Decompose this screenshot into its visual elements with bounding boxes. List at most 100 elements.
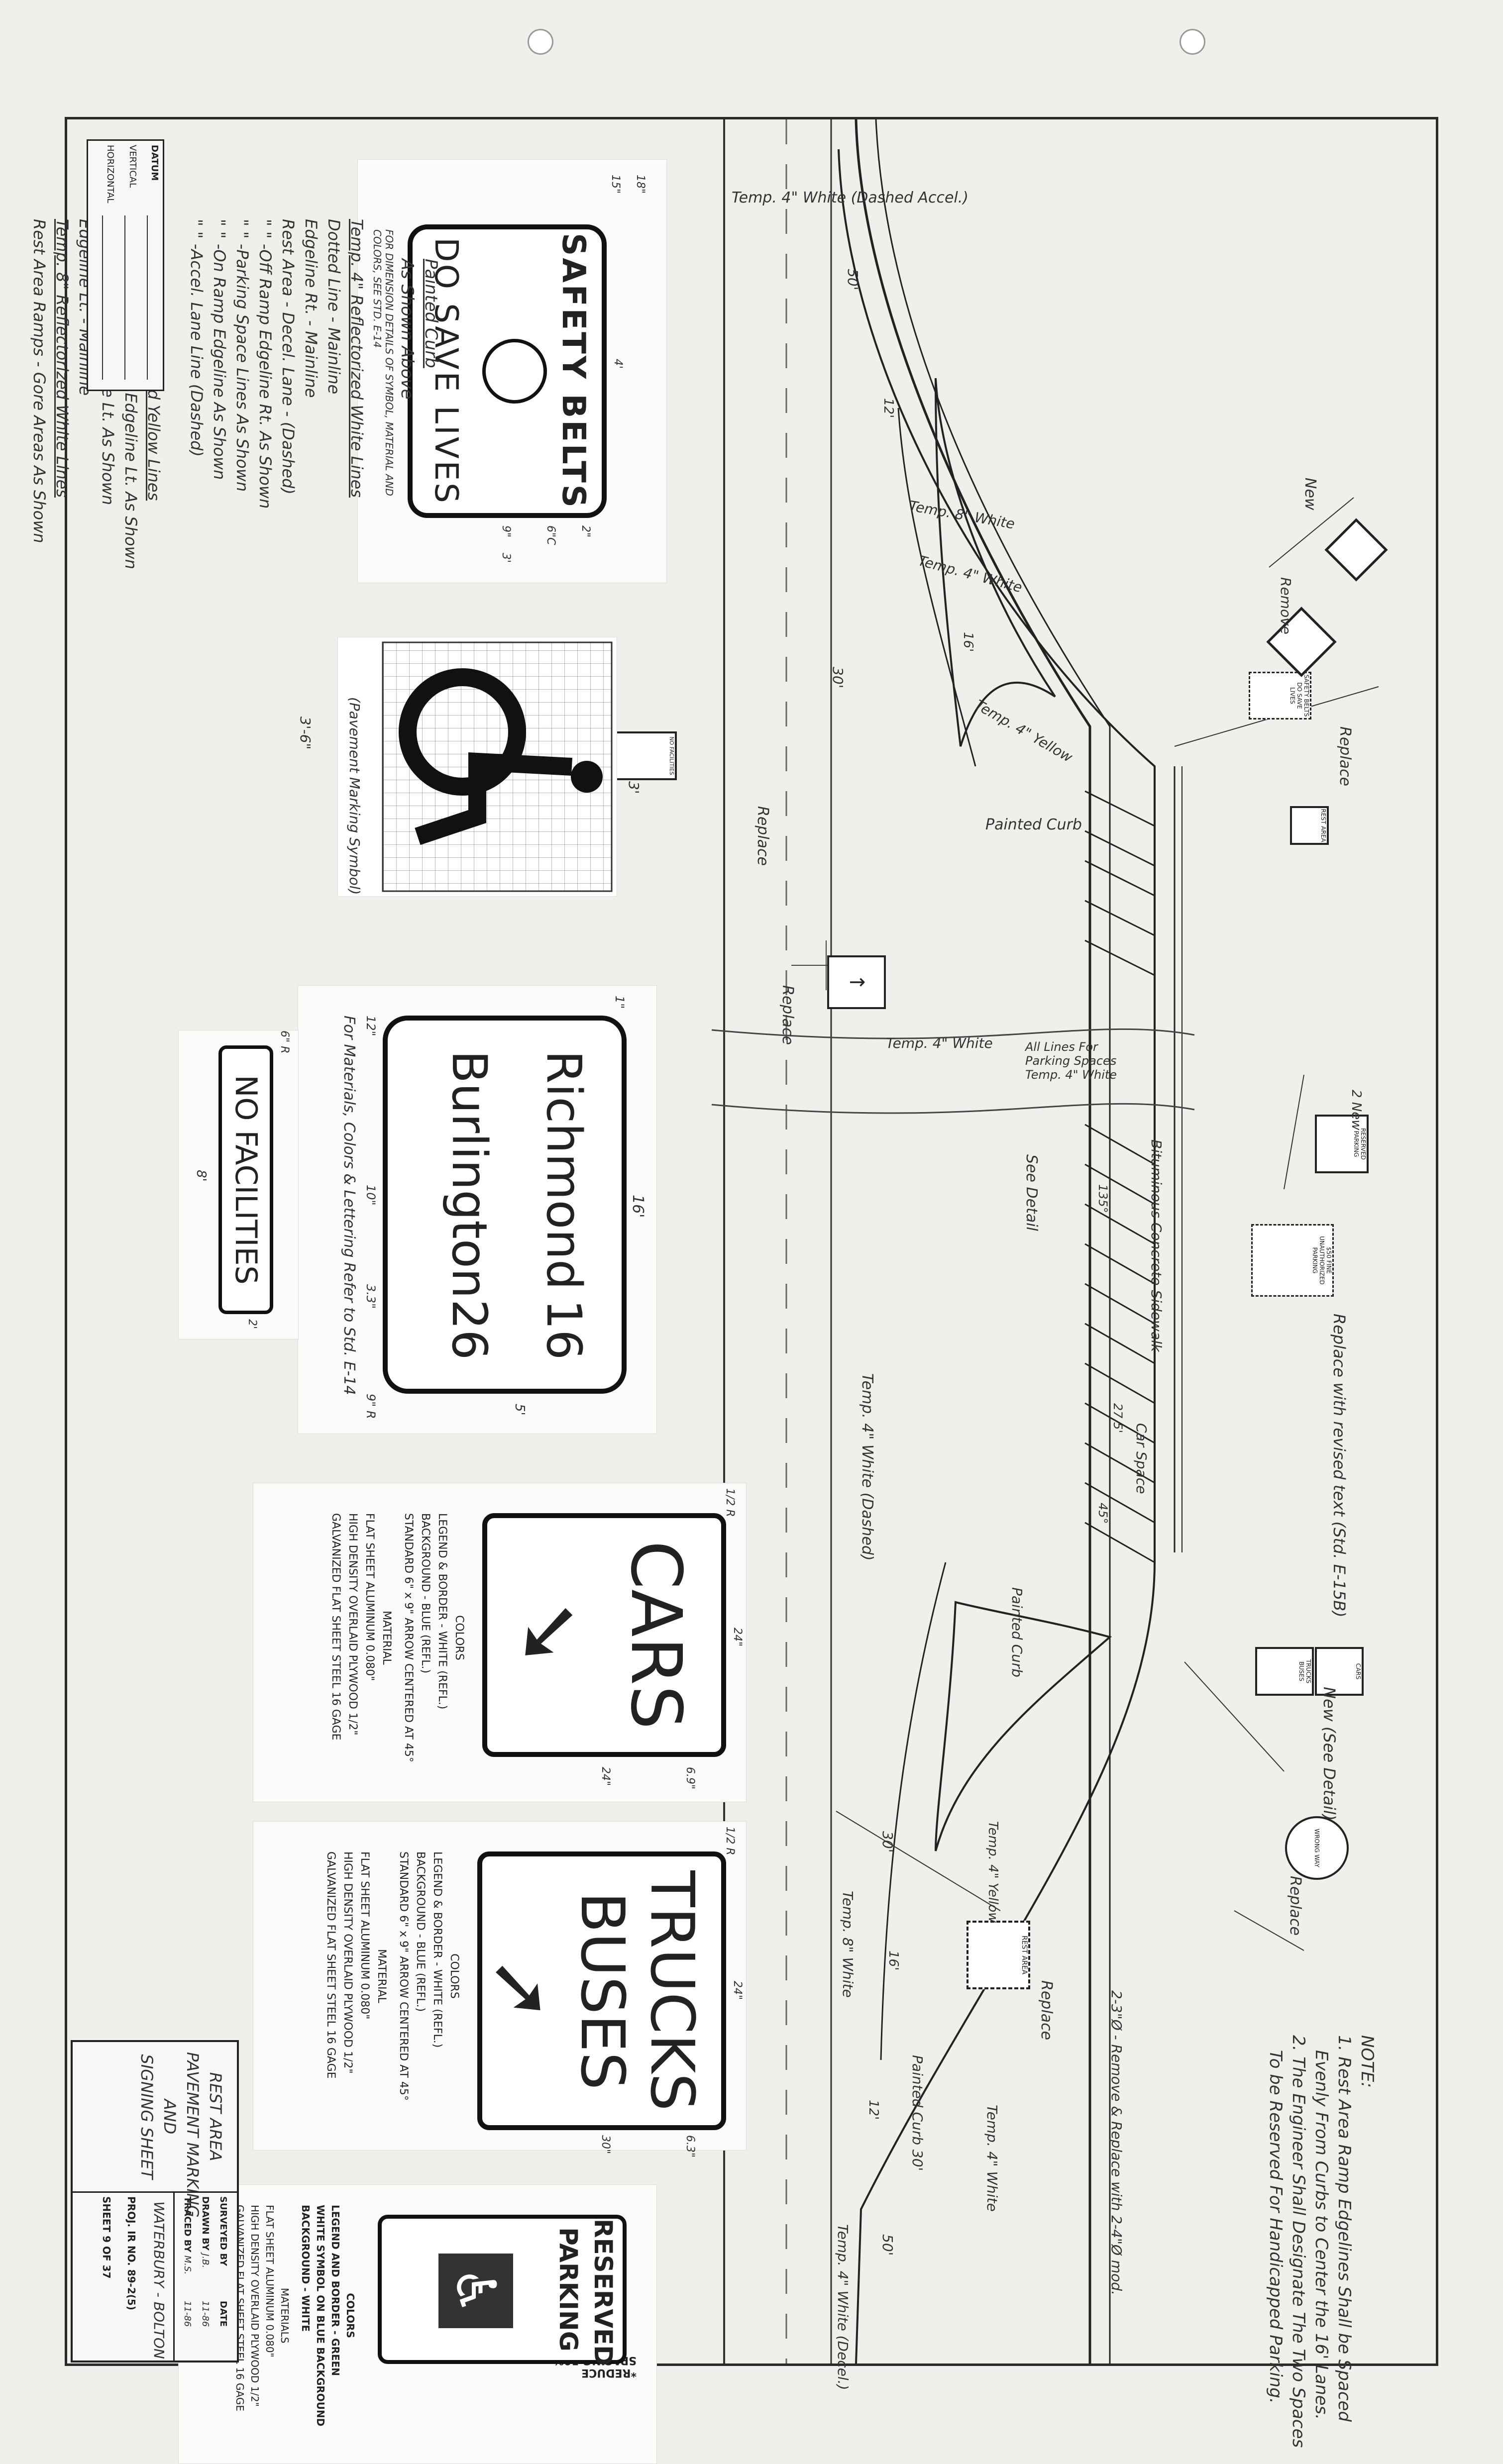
cars-dim: 24" — [599, 1767, 612, 1786]
label-painted-curb-3: Painted Curb 30' — [909, 2055, 926, 2171]
note-line: Evenly From Curbs to Center the 16' Lane… — [1311, 2050, 1331, 2420]
small-sign-text: RESERVED PARKING — [1353, 1128, 1367, 1160]
label-temp4-white-decel: Temp. 4" White (Decel.) — [835, 2224, 851, 2390]
handicap-symbol-detail: (Pavement Marking Symbol) — [337, 637, 617, 897]
small-sign-trucks: TRUCKS BUSES — [1255, 1647, 1314, 1696]
legend-item: Edgeline Rt. - Mainline — [302, 219, 321, 398]
safety-dim: 15" — [609, 175, 622, 194]
sheet-no: SHEET 9 OF 37 — [101, 2196, 112, 2279]
notes-block: NOTE: 1. Rest Area Ramp Edgelines Shall … — [1264, 2035, 1379, 2448]
legend-item: Rest Area - Decel. Lane - (Dashed) — [279, 219, 298, 495]
datum-vertical: VERTICAL — [127, 145, 138, 188]
trucks-specs: COLORS LEGEND & BORDER - WHITE (REFL.) B… — [322, 1851, 462, 2101]
reserved-colors-title: COLORS — [344, 2293, 356, 2338]
legend-item: Rest Area Ramps - Gore Areas As Shown — [30, 219, 49, 543]
no-facilities-detail: NO FACILITIES 8' 6" R 2' — [178, 1030, 299, 1339]
trucks-line1: TRUCKS — [637, 1870, 706, 2111]
cars-dim: 1/2 R — [724, 1488, 736, 1517]
spec-line: FLAT SHEET ALUMINUM 0.080" — [264, 2205, 276, 2358]
spec-line: BACKGROUND - WHITE — [300, 2205, 312, 2332]
dim-16-left: 16' — [961, 632, 975, 652]
label-replace-5: Replace — [1038, 1980, 1055, 2041]
drawn-by: DRAWN BY — [200, 2196, 211, 2251]
wheelchair-icon: ♿ — [438, 2254, 513, 2328]
legend-block: Painted Curb As Shown Above — [395, 259, 443, 400]
datum-box: DATUM VERTICAL HORIZONTAL — [87, 139, 164, 391]
small-sign-text: NO FACILITIES — [668, 736, 675, 775]
trucks-dim: 6.3" — [684, 2135, 696, 2158]
small-sign-no-facilities: NO FACILITIES — [613, 731, 677, 780]
spec-line: HIGH DENSITY OVERLAID PLYWOOD 1/2" — [346, 1513, 359, 1736]
dim-275: 27.5' — [1111, 1403, 1125, 1434]
cars-dim: 6.9" — [684, 1767, 696, 1790]
cars-colors-title: COLORS — [453, 1615, 465, 1660]
label-see-detail: See Detail — [1023, 1154, 1040, 1231]
dest-dim: 9" R — [364, 1394, 378, 1419]
small-sign-text: $50 FINE UNAUTHORIZED PARKING — [1311, 1236, 1332, 1285]
spec-line: HIGH DENSITY OVERLAID PLYWOOD 1/2" — [341, 1851, 354, 2074]
date-fields: DATE 11-86 11-86 — [178, 2301, 232, 2327]
small-sign-fine: $50 FINE UNAUTHORIZED PARKING — [1251, 1224, 1334, 1297]
safety-dim: 4' — [612, 359, 624, 369]
safety-note: FOR DIMENSION DETAILS OF SYMBOL, MATERIA… — [371, 229, 395, 496]
reserved-sign: RESERVED PARKING ♿ — [378, 2215, 627, 2366]
trucks-dim: 30" — [599, 2135, 612, 2155]
dest-row1-name: Richmond — [536, 1050, 592, 1290]
label-replace-2: Replace — [754, 806, 771, 866]
legend-white-block: Temp. 4" Reflectorized White Lines Dotte… — [28, 219, 368, 569]
trucks-sign: TRUCKS BUSES ➚ — [476, 1851, 726, 2130]
handicap-caption: (Pavement Marking Symbol) — [346, 697, 363, 895]
spec-line: FLAT SHEET ALUMINUM 0.080" — [358, 1851, 371, 2020]
no-fac-dim: 8' — [194, 1170, 209, 1182]
label-replace-4: Replace — [1287, 1876, 1304, 1936]
title-fields: SURVEYED BY DRAWN BY J.B. TRACED BY M.S. — [178, 2196, 232, 2274]
seatbelt-symbol-icon — [482, 339, 547, 404]
reserved-line1: RESERVED — [589, 2219, 618, 2366]
dest-dim: 5' — [512, 1404, 527, 1416]
spec-line: STANDARD 6" x 9" ARROW CENTERED AT 45° — [397, 1851, 410, 2101]
dim-12-right: 12' — [866, 2100, 881, 2120]
reserved-specs: COLORS LEGEND AND BORDER - GREEN WHITE S… — [232, 2205, 358, 2426]
sheet-border — [65, 117, 1438, 2366]
legend-white8-title: Temp. 8" Reflectorized White Lines — [53, 219, 72, 498]
spec-line: FLAT SHEET ALUMINUM 0.080" — [363, 1513, 376, 1681]
cars-text: CARS — [615, 1540, 696, 1730]
cars-sign: CARS ➘ — [482, 1513, 726, 1757]
title-line: REST AREA — [206, 2072, 225, 2161]
dest-dim: 1" — [613, 996, 627, 1009]
safety-dim: 3' — [500, 553, 512, 563]
dest-row2-name: Burlington — [441, 1050, 497, 1299]
spec-line: BACKGROUND - BLUE (REFL.) — [414, 1851, 427, 2012]
dim-30-left: 30' — [830, 667, 846, 689]
dim-30-right: 30' — [879, 1831, 896, 1853]
trucks-line2: BUSES — [567, 1891, 637, 2090]
spec-line: WHITE SYMBOL ON BLUE BACKGROUND — [315, 2205, 326, 2427]
note-line: 1. Rest Area Ramp Edgelines Shall be Spa… — [1334, 2035, 1354, 2422]
small-sign-text: CARS — [1355, 1663, 1362, 1680]
note-line: To be Reserved For Handicapped Parking. — [1266, 2050, 1286, 2404]
trucks-colors-title: COLORS — [448, 1953, 460, 1999]
label-temp8-white-2: Temp. 8" White — [840, 1891, 856, 1998]
cars-specs: COLORS LEGEND & BORDER - WHITE (REFL.) B… — [327, 1513, 467, 1762]
label-remove-replace: 2-3"Ø - Remove & Replace with 2-4"Ø mod. — [1108, 1990, 1125, 2295]
label-replace-revised: Replace with revised text (Std. E-15B) — [1330, 1314, 1349, 1618]
trucks-dim: 24" — [731, 1981, 744, 2000]
label-replace-3: Replace — [779, 985, 796, 1045]
dim-16-right: 16' — [886, 1951, 901, 1971]
spec-line: HIGH DENSITY OVERLAID PLYWOOD 1/2" — [249, 2205, 261, 2407]
label-temp4-white-mid: Temp. 4" White — [886, 1035, 993, 1051]
safety-dim: 2" — [579, 525, 592, 538]
reserved-material-title: MATERIALS — [279, 2287, 291, 2344]
cars-material-title: MATERIAL — [380, 1611, 393, 1665]
label-new-1: New — [1301, 478, 1319, 511]
safety-dim: 9" — [500, 525, 512, 538]
label-car-space: Car Space — [1133, 1423, 1150, 1494]
label-temp4-white-2: Temp. 4" White — [984, 2105, 1000, 2212]
handicap-grid — [382, 641, 613, 892]
small-sign-wrong-way: WRONG WAY — [1285, 1816, 1349, 1880]
label-remove: Remove — [1278, 577, 1294, 634]
label-temp4-white-dashed: Temp. 4" White (Dashed) — [859, 1373, 876, 1561]
wheelchair-icon — [399, 668, 572, 845]
drawn-val: J.B. — [200, 2254, 211, 2268]
